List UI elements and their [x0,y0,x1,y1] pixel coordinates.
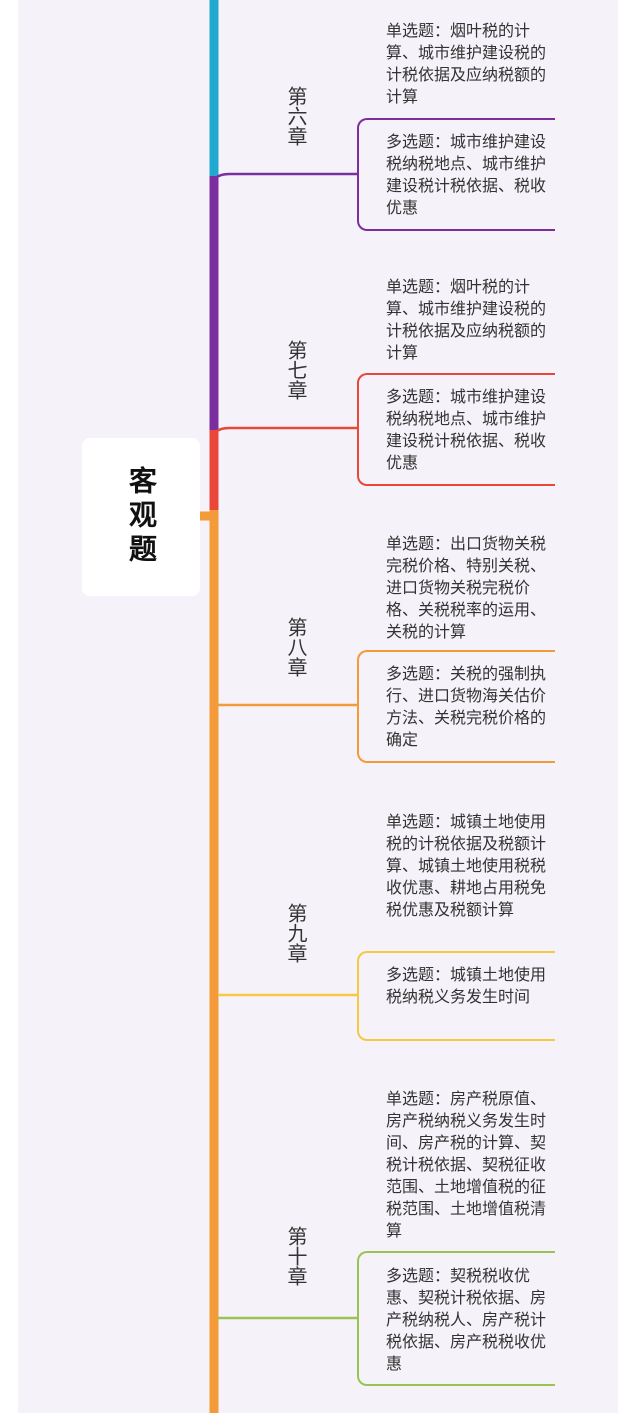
chapter10-title: 第十章 [284,1226,308,1286]
branch-chapter6-line [212,172,357,181]
branch-chapter7-line [212,426,357,435]
chapter6-title: 第六章 [284,86,308,146]
chapter6-multi-choice: 多选题：城市维护建设税纳税地点、城市维护建设税计税依据、税收优惠 [386,132,547,217]
chapter9-multi-bracket [357,951,555,1041]
chapter8-multi-bracket [357,650,555,763]
chapter9-single-choice: 单选题：城镇土地使用税的计税依据及税额计算、城镇土地使用税税收优惠、耕地占用税免… [386,812,547,919]
chapter9-title: 第九章 [284,903,308,963]
root-node: 客观题 [82,438,200,596]
chapter8-multi-choice: 多选题：关税的强制执行、进口货物海关估价方法、关税完税价格的确定 [386,664,547,749]
chapter6-multi-bracket [357,118,555,231]
chapter7-single-choice: 单选题：烟叶税的计算、城市维护建设税的计税依据及应纳税额的计算 [386,277,547,362]
chapter7-title: 第七章 [284,340,308,400]
chapter7-multi-bracket [357,373,555,486]
chapter6-single-choice: 单选题：烟叶税的计算、城市维护建设税的计税依据及应纳税额的计算 [386,21,547,106]
chapter10-multi-bracket [357,1251,555,1386]
chapter8-single-choice: 单选题：出口货物关税完税价格、特别关税、进口货物关税完税价格、关税税率的运用、关… [386,534,547,641]
chapter10-multi-choice: 多选题：契税税收优惠、契税计税依据、房产税纳税人、房产税计税依据、房产税税收优惠 [386,1266,547,1373]
chapter8-title: 第八章 [284,617,308,677]
chapter9-multi-choice: 多选题：城镇土地使用税纳税义务发生时间 [386,965,547,1006]
chapter10-single-choice: 单选题：房产税原值、房产税纳税义务发生时间、房产税的计算、契税计税依据、契税征收… [386,1089,547,1240]
root-node-label: 客观题 [125,466,158,568]
chapter7-multi-choice: 多选题：城市维护建设税纳税地点、城市维护建设税计税依据、税收优惠 [386,387,547,472]
background-panel [18,0,618,1413]
